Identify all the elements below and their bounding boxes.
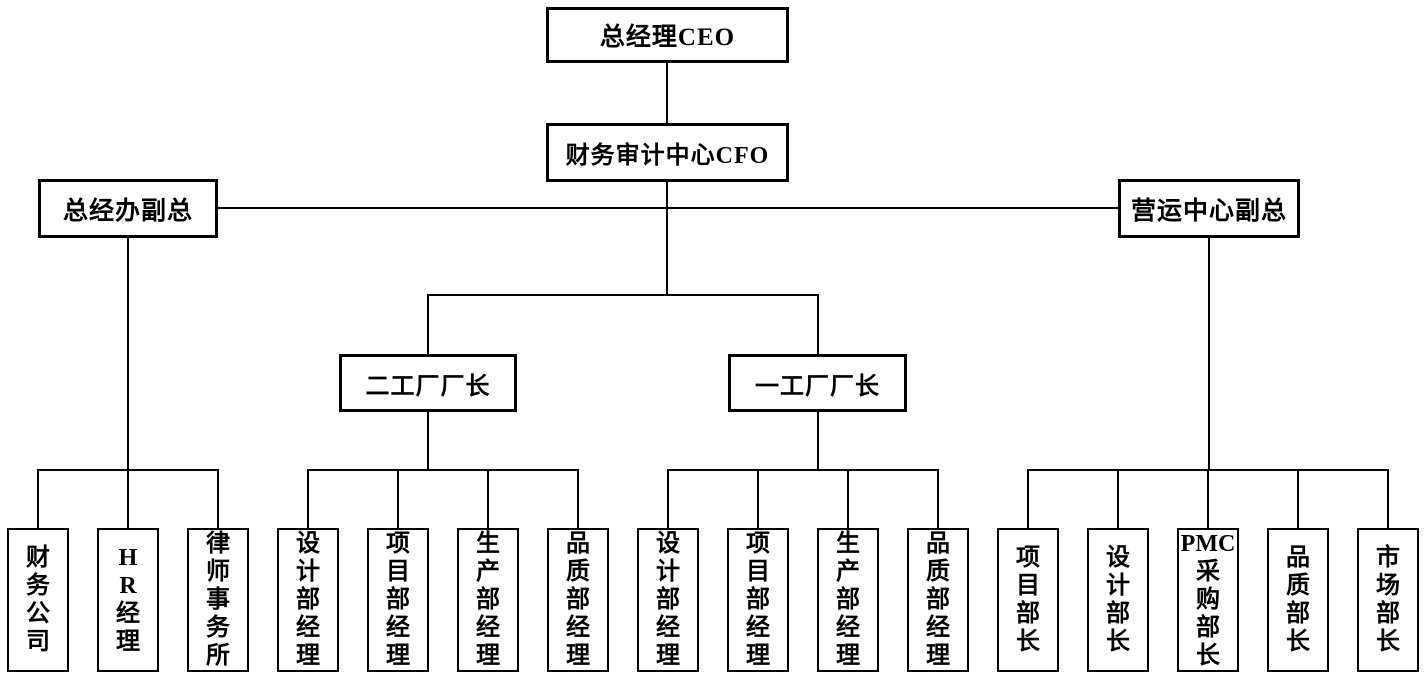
org-node-project-dept-manager-f1: 项 目 部 经 理: [727, 528, 789, 672]
org-node-label: 品 质 部 经 理: [926, 531, 950, 669]
org-node-label: 项 目 部 经 理: [746, 531, 770, 669]
connector-leaf-drop: [1117, 470, 1119, 528]
org-node-label: 二工厂厂长: [365, 373, 491, 400]
org-node-label: 一工厂厂长: [755, 373, 880, 400]
org-node-label: 营运中心副总: [1130, 197, 1287, 225]
connector-leaf-drop: [757, 470, 759, 528]
org-node-design-dept-manager-f2: 设 计 部 经 理: [277, 528, 339, 672]
connector-factory1-up: [817, 295, 819, 355]
org-node-quality-dept-manager-f1: 品 质 部 经 理: [907, 528, 969, 672]
org-node-factory2-director: 二工厂厂长: [339, 354, 517, 412]
org-node-label: 总经办副总: [62, 197, 193, 225]
org-node-project-dept-head: 项 目 部 长: [997, 528, 1059, 672]
org-node-ceo: 总经理CEO: [546, 7, 789, 63]
org-node-label: 设 计 部 长: [1106, 545, 1130, 655]
connector-factory2-up: [427, 295, 429, 355]
connector-leaf-drop: [127, 470, 129, 528]
org-node-label: 品 质 部 长: [1286, 545, 1310, 655]
org-node-hr-manager: H R 经 理: [97, 528, 159, 672]
org-node-market-dept-head: 市 场 部 长: [1357, 528, 1419, 672]
org-node-label: 生 产 部 经 理: [476, 531, 500, 669]
org-node-pmc-purchasing-dept-head: PMC 采 购 部 长: [1177, 528, 1239, 672]
org-node-label: 设 计 部 经 理: [656, 531, 680, 669]
org-node-factory1-director: 一工厂厂长: [728, 354, 907, 412]
org-node-design-dept-manager-f1: 设 计 部 经 理: [637, 528, 699, 672]
connector-vp-cross: [218, 207, 1118, 209]
connector-leaf-drop: [397, 470, 399, 528]
org-node-label: 财务审计中心CFO: [565, 143, 770, 169]
org-node-label: H R 经 理: [116, 545, 140, 655]
connector-leaf-drop: [1207, 470, 1209, 528]
org-node-cfo: 财务审计中心CFO: [546, 123, 789, 182]
org-node-label: PMC 采 购 部 长: [1180, 531, 1236, 669]
org-node-label: 生 产 部 经 理: [836, 531, 860, 669]
connector-leaf-drop: [937, 470, 939, 528]
connector-rightvp-down: [1208, 238, 1210, 471]
org-node-label: 项 目 部 经 理: [386, 531, 410, 669]
org-node-law-firm: 律 师 事 务 所: [187, 528, 249, 672]
org-node-production-dept-manager-f1: 生 产 部 经 理: [817, 528, 879, 672]
connector-leaf-drop: [37, 470, 39, 528]
connector-leaf-drop: [1387, 470, 1389, 528]
org-node-label: 总经理CEO: [599, 24, 736, 51]
org-node-quality-dept-manager-f2: 品 质 部 经 理: [547, 528, 609, 672]
connector-ceo-cfo: [666, 62, 668, 123]
connector-leaf-drop: [217, 470, 219, 528]
connector-leaf-drop: [577, 470, 579, 528]
connector-factory2-down: [427, 411, 429, 471]
connector-leaf-drop: [487, 470, 489, 528]
org-node-label: 市 场 部 长: [1376, 545, 1400, 655]
org-node-operations-center-vp: 营运中心副总: [1118, 179, 1300, 238]
connector-leaf-drop: [847, 470, 849, 528]
org-node-label: 律 师 事 务 所: [206, 531, 230, 669]
connector-leaf-drop: [1297, 470, 1299, 528]
org-node-general-office-vp: 总经办副总: [38, 179, 218, 238]
connector-leftvp-down: [127, 238, 129, 471]
org-node-project-dept-manager-f2: 项 目 部 经 理: [367, 528, 429, 672]
org-node-label: 品 质 部 经 理: [566, 531, 590, 669]
org-node-label: 财 务 公 司: [26, 545, 50, 655]
org-node-production-dept-manager-f2: 生 产 部 经 理: [457, 528, 519, 672]
connector-leaf-drop: [1027, 470, 1029, 528]
connector-factories-cross: [427, 294, 819, 296]
org-node-label: 设 计 部 经 理: [296, 531, 320, 669]
connector-group3-cross: [667, 469, 939, 471]
connector-leaf-drop: [667, 470, 669, 528]
org-node-label: 项 目 部 长: [1016, 545, 1040, 655]
org-node-design-dept-head: 设 计 部 长: [1087, 528, 1149, 672]
org-node-finance-company: 财 务 公 司: [7, 528, 69, 672]
connector-group2-cross: [307, 469, 579, 471]
connector-leaf-drop: [307, 470, 309, 528]
org-node-quality-dept-head: 品 质 部 长: [1267, 528, 1329, 672]
connector-cfo-down: [666, 181, 668, 295]
connector-factory1-down: [817, 411, 819, 471]
